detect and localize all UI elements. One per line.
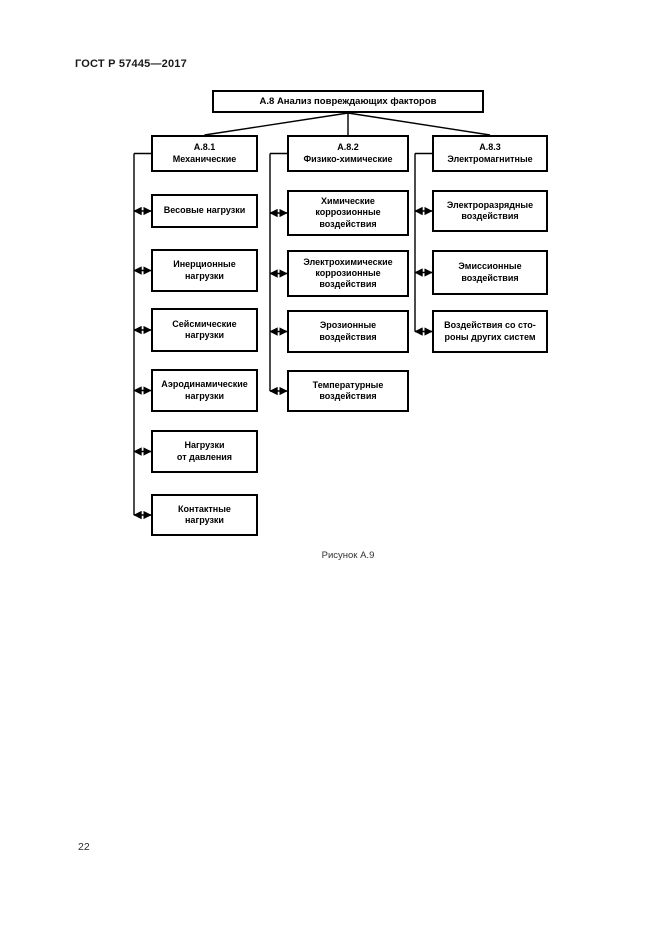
diagram-item-box: Весовые нагрузки <box>151 194 258 228</box>
diagram-item-box: Контактные нагрузки <box>151 494 258 536</box>
document-code-header: ГОСТ Р 57445—2017 <box>75 58 187 70</box>
diagram-root-box: А.8 Анализ повреждающих факторов <box>212 90 484 113</box>
figure-caption: Рисунок А.9 <box>321 550 375 561</box>
diagram-item-box: Инерционные нагрузки <box>151 249 258 292</box>
diagram-category-box: А.8.2 Физико-химические <box>287 135 409 172</box>
diagram-item-box: Электрохимические коррозионные воздейств… <box>287 250 409 297</box>
diagram-item-box: Воздействия со сто- роны других систем <box>432 310 548 353</box>
diagram-item-box: Нагрузки от давления <box>151 430 258 473</box>
diagram-category-box: А.8.3 Электромагнитные <box>432 135 548 172</box>
diagram-item-box: Химические коррозионные воздействия <box>287 190 409 236</box>
diagram-item-box: Сейсмические нагрузки <box>151 308 258 352</box>
diagram-item-box: Электроразрядные воздействия <box>432 190 548 232</box>
diagram-item-box: Эмиссионные воздействия <box>432 250 548 295</box>
diagram-item-box: Температурные воздействия <box>287 370 409 412</box>
diagram-item-box: Аэродинамические нагрузки <box>151 369 258 412</box>
diagram-category-box: А.8.1 Механические <box>151 135 258 172</box>
diagram-item-box: Эрозионные воздействия <box>287 310 409 353</box>
page-number: 22 <box>78 841 90 853</box>
